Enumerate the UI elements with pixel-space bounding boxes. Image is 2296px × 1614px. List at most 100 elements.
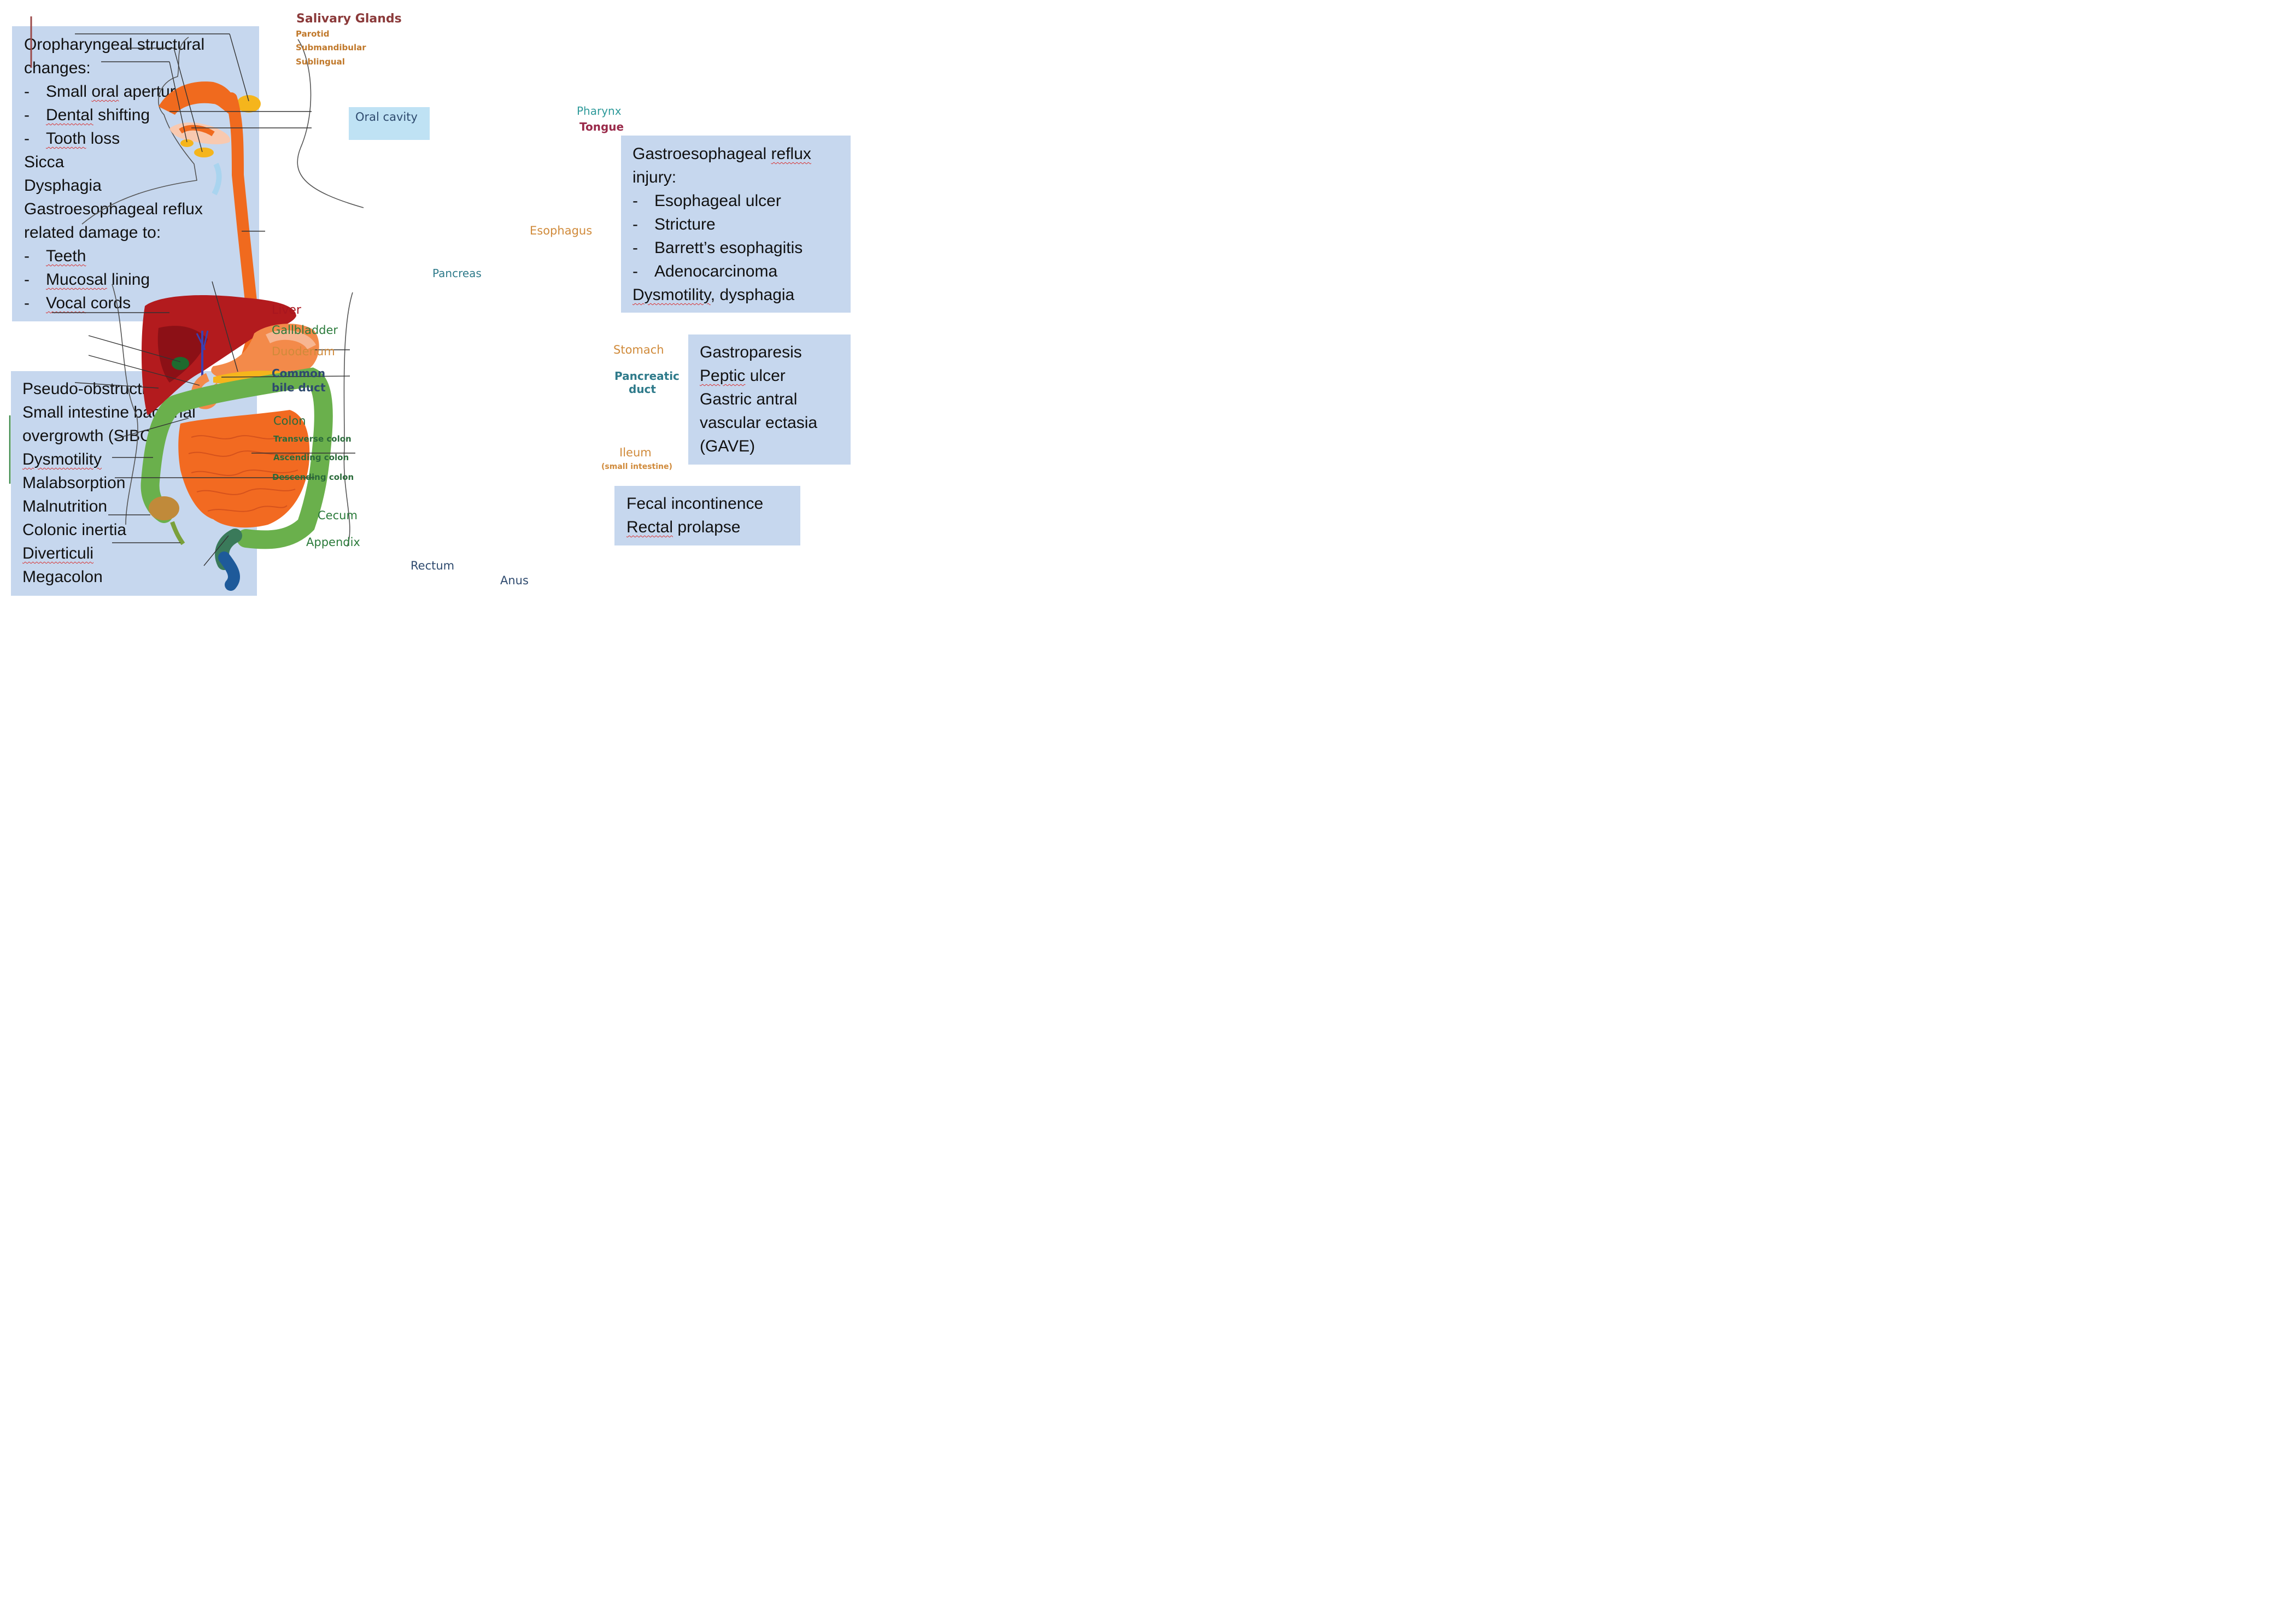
oropharyngeal-line: -Vocal cords (24, 291, 259, 315)
label-ascending-colon: Ascending colon (273, 453, 349, 462)
line-text: Vocal cords (46, 291, 131, 315)
bullet-dash: - (24, 83, 30, 101)
text-pre: Small (46, 83, 92, 101)
label-ileum: Ileum (619, 446, 652, 459)
gerd-line: -Adenocarcinoma (632, 260, 851, 283)
line-text: Peptic ulcer (700, 367, 786, 385)
text-pre: Gastroesophageal (632, 145, 771, 163)
bullet-dash: - (24, 247, 30, 265)
bullet-dash: - (632, 215, 638, 233)
body-outline (81, 37, 364, 547)
label-sublingual: Sublingual (296, 57, 345, 67)
bullet-dash: - (24, 130, 30, 148)
line-text: Dysphagia (24, 177, 102, 195)
spell-underlined-word: Vocal (46, 294, 86, 312)
spell-underlined-word: Peptic (700, 367, 746, 385)
label-liver: Liver (272, 303, 301, 317)
gerd-line: Dysmotility, dysphagia (632, 283, 851, 307)
line-text: related damage to: (24, 224, 161, 242)
line-text: Colonic inertia (22, 521, 127, 539)
label-tongue: Tongue (579, 120, 624, 133)
label-anus: Anus (500, 574, 529, 587)
gerd-line: injury: (632, 166, 851, 189)
spell-underlined-word: Tooth (46, 130, 86, 148)
text-post: ulcer (745, 367, 786, 385)
line-text: Dysmotility (22, 450, 102, 468)
oropharyngeal-line: Sicca (24, 150, 259, 174)
bullet-dash: - (632, 262, 638, 280)
line-text: Rectal prolapse (626, 518, 740, 536)
line-text: injury: (632, 168, 677, 186)
line-text: changes: (24, 59, 91, 77)
intestine-line: overgrowth (SIBO) (22, 424, 257, 448)
appendix-shape (170, 521, 185, 545)
gerd-line: -Stricture (632, 213, 851, 236)
oropharyngeal-line: changes: (24, 56, 259, 80)
label-pharynx: Pharynx (577, 104, 622, 118)
label-pancreas: Pancreas (432, 267, 482, 280)
line-text: Megacolon (22, 568, 103, 586)
label-descending-colon: Descending colon (272, 472, 354, 482)
small-intestine-shape (178, 410, 310, 528)
oropharyngeal-line: -Mucosal lining (24, 268, 259, 291)
bullet-dash: - (632, 239, 638, 257)
text-post: , dysphagia (710, 286, 795, 304)
gastric-line: (GAVE) (700, 435, 851, 458)
gastric-line: Gastric antral (700, 388, 851, 411)
label-stomach: Stomach (613, 343, 664, 356)
gallbladder-shape (172, 357, 189, 370)
intestine-line: Malabsorption (22, 471, 257, 495)
line-text: Esophageal ulcer (654, 192, 781, 210)
oropharyngeal-line: -Dental shifting (24, 103, 259, 127)
line-text: Dysmotility, dysphagia (632, 286, 794, 304)
spell-underlined-word: Rectal (626, 518, 673, 536)
intestine-line: Pseudo-obstruction (22, 377, 257, 401)
bullet-dash: - (24, 271, 30, 289)
text-post: prolapse (673, 518, 741, 536)
label-common-bile-duct-2: bile duct (272, 381, 326, 394)
line-text: Sicca (24, 153, 65, 171)
intestine-line: Diverticuli (22, 542, 257, 565)
gerd-line: -Esophageal ulcer (632, 189, 851, 213)
bullet-dash: - (24, 106, 30, 124)
submandibular-gland-shape (194, 148, 214, 157)
oropharyngeal-line: related damage to: (24, 221, 259, 244)
line-text: Gastroesophageal reflux (632, 145, 811, 163)
label-gallbladder: Gallbladder (272, 324, 338, 337)
line-text: Gastroesophageal reflux (24, 200, 203, 218)
text-post: cords (86, 294, 131, 312)
spell-underlined-word: Diverticuli (22, 544, 94, 562)
label-small-intestine: (small intestine) (601, 462, 672, 471)
intestine-line: Malnutrition (22, 495, 257, 518)
sublingual-gland-shape (180, 139, 194, 147)
intestine-line: Dysmotility (22, 448, 257, 471)
anorectal-line: Rectal prolapse (626, 515, 800, 539)
intestine-line: Megacolon (22, 565, 257, 589)
line-text: overgrowth (SIBO) (22, 427, 159, 445)
line-text: Malnutrition (22, 497, 108, 515)
text-post: lining (107, 271, 150, 289)
gastric-line: vascular ectasia (700, 411, 851, 435)
line-text: Fecal incontinence (626, 495, 764, 513)
gastric-line: Gastroparesis (700, 341, 851, 364)
label-salivary-glands: Salivary Glands (296, 12, 402, 26)
line-text: vascular ectasia (700, 414, 818, 432)
oral-cavity-highlight (349, 107, 430, 140)
label-common-bile-duct-1: Common (272, 367, 326, 380)
bullet-dash: - (632, 192, 638, 210)
anorectal-line: Fecal incontinence (626, 492, 800, 515)
trachea-shape (212, 162, 222, 196)
spell-underlined-word: Mucosal (46, 271, 107, 289)
label-pancreatic-duct-1: Pancreatic (614, 369, 680, 383)
line-text: Stricture (654, 215, 716, 233)
leader-lines (52, 33, 355, 566)
label-duodenum: Duodenum (272, 345, 335, 358)
line-text: Gastroparesis (700, 343, 802, 361)
label-rectum: Rectum (411, 559, 455, 572)
bullet-dash: - (24, 294, 30, 312)
oropharyngeal-line: Dysphagia (24, 174, 259, 197)
label-colon: Colon (273, 414, 306, 427)
line-text: Diverticuli (22, 544, 93, 562)
